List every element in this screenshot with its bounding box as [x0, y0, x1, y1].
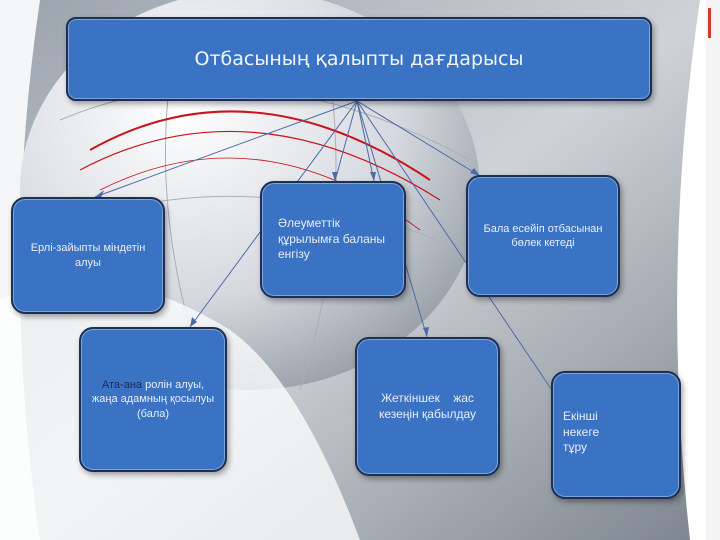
diagram-title-text: Отбасының қалыпты дағдарысы: [195, 47, 524, 72]
box-second-marriage-word-3: тұру: [563, 440, 587, 454]
box-parent-role-text: Ата-ана ролін алуы, жаңа адамның қосылуы…: [89, 378, 217, 421]
box-social-structure-text: Әлеуметтік құрылымға баланы енгізу: [278, 216, 396, 263]
box-spouse-duties: Ерлі-зайыпты міндетін алуы: [11, 197, 165, 314]
box-child-leaves: Бала есейіп отбасынан бөлек кетеді: [466, 175, 620, 297]
box-second-marriage-word-1: Екінші: [563, 409, 598, 423]
box-adolescence-text: Жеткіншек жас кезеңін қабылдау: [365, 391, 490, 422]
box-second-marriage-word-2: некеге: [563, 425, 599, 439]
right-edge-strip: [706, 0, 720, 540]
box-child-leaves-text: Бала есейіп отбасынан бөлек кетеді: [476, 222, 610, 251]
box-parent-role: Ата-ана ролін алуы, жаңа адамның қосылуы…: [79, 327, 227, 472]
box-parent-role-emphasis: Ата-ана: [102, 379, 142, 391]
box-social-structure: Әлеуметтік құрылымға баланы енгізу: [260, 181, 406, 298]
box-adolescence: Жеткіншек жас кезеңін қабылдау: [355, 337, 500, 476]
right-edge-accent: [708, 8, 711, 38]
box-spouse-duties-text: Ерлі-зайыпты міндетін алуы: [21, 241, 155, 270]
diagram-title: Отбасының қалыпты дағдарысы: [66, 17, 652, 101]
